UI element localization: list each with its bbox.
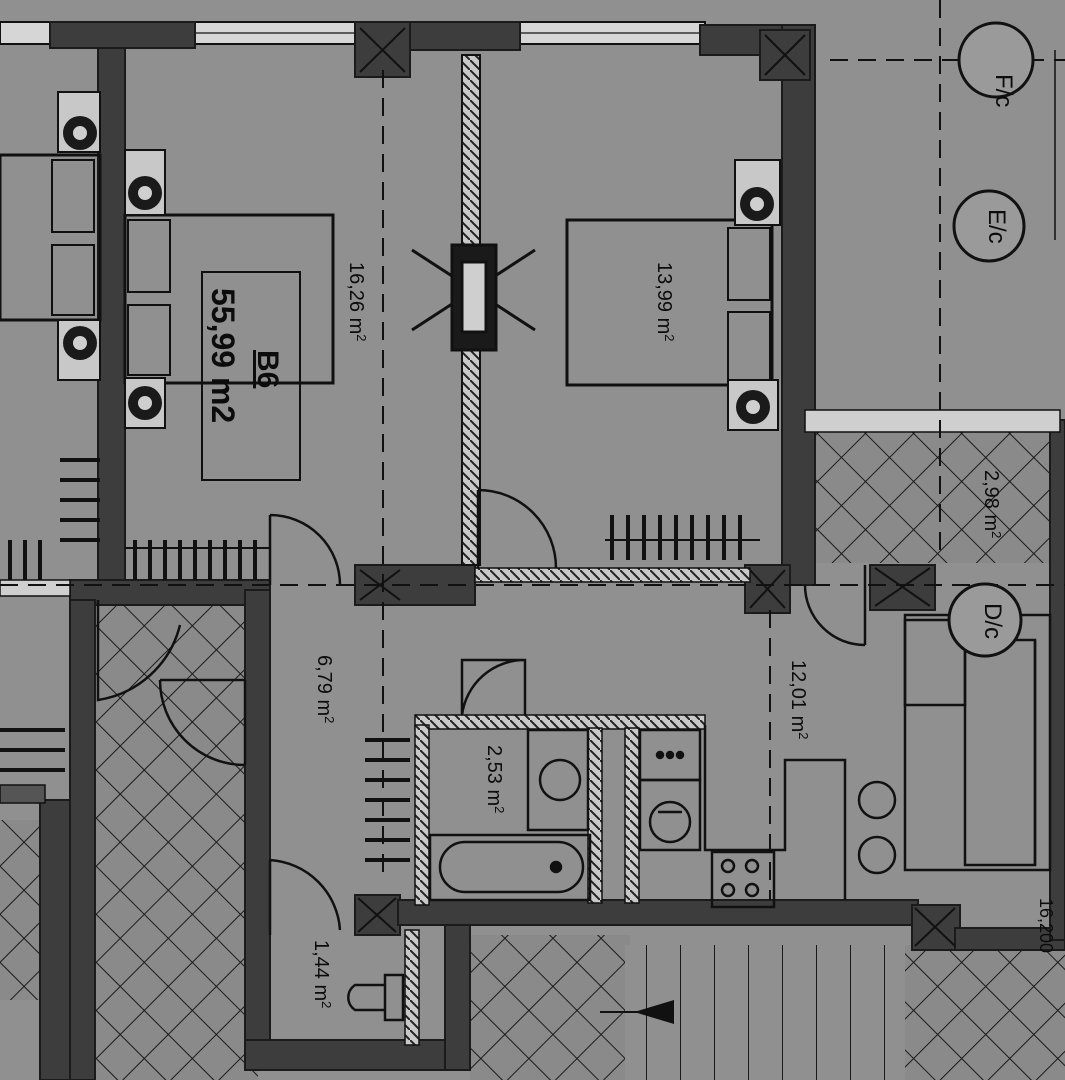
svg-text:1,44 m2: 1,44 m2 — [310, 940, 335, 1008]
axis-e-marker — [952, 189, 1026, 263]
axis-d-label: D/c — [979, 603, 1006, 639]
svg-text:2,53 m2: 2,53 m2 — [483, 745, 508, 813]
axis-f-marker — [957, 21, 1035, 99]
bed-living — [123, 213, 335, 481]
room-bathroom-area: 2,53 m2 — [483, 745, 508, 813]
dimension-label: 16,200 — [1036, 898, 1056, 953]
room-hallway-area: 6,79 m2 — [313, 655, 338, 723]
room-balcony-area: 2,98 m2 — [980, 470, 1005, 538]
apartment-name: B6 — [251, 350, 284, 388]
room-living-area: 16,26 m2 — [345, 262, 370, 342]
room-kitchen-area: 12,01 m2 — [787, 660, 812, 740]
axis-d-marker — [947, 582, 1023, 658]
svg-text:16,26 m2: 16,26 m2 — [345, 262, 370, 342]
axis-f-label: F/c — [990, 74, 1017, 107]
svg-text:13,99 m2: 13,99 m2 — [653, 262, 678, 342]
door-swings — [96, 488, 867, 935]
apartment-total-area: 55,99 m2 — [205, 288, 241, 423]
ceiling-light-icon — [411, 243, 536, 352]
svg-text:6,79 m2: 6,79 m2 — [313, 655, 338, 723]
svg-text:2,98 m2: 2,98 m2 — [980, 470, 1005, 538]
nightstand-icons — [57, 91, 781, 431]
kitchen-fixtures — [703, 725, 897, 909]
room-wc-area: 1,44 m2 — [310, 940, 335, 1008]
toilet-icon — [347, 973, 405, 1022]
room-bedroom-area: 13,99 m2 — [653, 262, 678, 342]
svg-text:12,01 m2: 12,01 m2 — [787, 660, 812, 740]
hatched-areas — [0, 428, 1065, 1080]
axis-markers — [947, 21, 1035, 658]
bed-left-partial — [0, 153, 102, 322]
stair-arrow-icon — [634, 1000, 674, 1024]
wardrobes — [0, 458, 760, 862]
axis-e-label: E/c — [983, 209, 1010, 244]
labels: F/c E/c D/c B6 55,99 m2 16,26 m2 13,99 m… — [205, 74, 1056, 1008]
bathroom-fixtures — [428, 728, 702, 902]
